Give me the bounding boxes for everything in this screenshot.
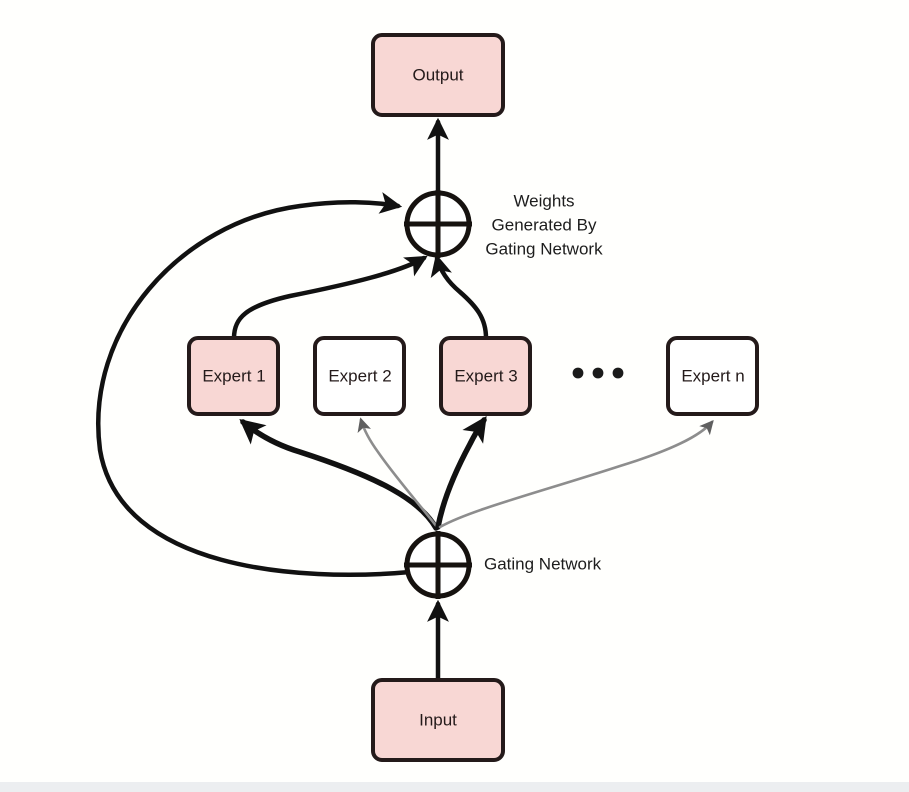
edge-gating-to-expert2 <box>357 417 439 529</box>
bottom-edge-strip <box>0 782 909 792</box>
sum-operator-node[interactable] <box>404 190 472 258</box>
expert-1-box-shape <box>187 336 280 416</box>
node-expert-3[interactable]: Expert 3 <box>439 336 532 416</box>
input-box-shape <box>371 678 505 762</box>
edge-expert3-to-sum <box>430 253 489 341</box>
weights-annotation-line-1: Weights <box>513 191 574 210</box>
edge-gating-to-sum-weights <box>96 192 413 577</box>
ellipsis-dots <box>572 367 624 379</box>
ellipsis-dot-1 <box>572 367 584 379</box>
node-input[interactable]: Input <box>371 678 505 762</box>
weights-annotation-line-3: Gating Network <box>485 239 603 258</box>
weights-annotation-line-2: Generated By <box>492 215 597 234</box>
ellipsis-dot-3 <box>612 367 624 379</box>
node-expert-1[interactable]: Expert 1 <box>187 336 280 416</box>
expert-2-box-shape <box>313 336 406 416</box>
node-output[interactable]: Output <box>371 33 505 117</box>
edge-gating-to-expert3 <box>435 416 487 530</box>
ellipsis-dot-2 <box>592 367 604 379</box>
expert-n-box-shape <box>666 336 759 416</box>
node-expert-2[interactable]: Expert 2 <box>313 336 406 416</box>
output-box-shape <box>371 33 505 117</box>
gating-operator-node[interactable] <box>404 531 472 599</box>
edge-gating-to-expert1 <box>239 418 439 531</box>
weights-annotation: Weights Generated By Gating Network <box>485 191 603 258</box>
gating-network-annotation: Gating Network <box>484 554 602 573</box>
expert-3-box-shape <box>439 336 532 416</box>
edge-expert1-to-sum <box>231 255 428 341</box>
node-expert-n[interactable]: Expert n <box>666 336 759 416</box>
edge-gating-to-expertn <box>438 419 714 529</box>
